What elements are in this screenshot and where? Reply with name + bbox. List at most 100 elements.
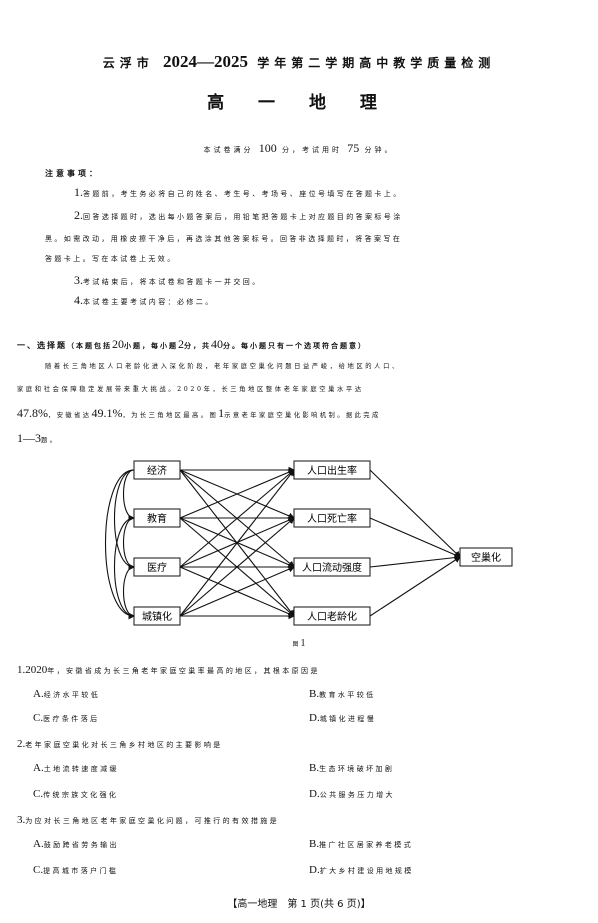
exam-title: 云浮市 2024—2025 学年第二学期高中教学质量检测 [0,52,598,72]
node-migration: 人口流动强度 [302,561,362,574]
q1-option-d[interactable]: D.城镇化进程慢 [309,712,376,724]
notice-num-2: 2. [74,208,83,222]
node-birth-rate: 人口出生率 [307,464,357,477]
q2-option-c-label: C. [33,788,44,800]
intro-line-4: 1—3题。 [17,431,58,446]
node-box-urbanization [133,606,181,626]
intro-line-3: 47.8%，安徽省达49.1%，为长三角地区最高。图1示意老年家庭空巢化影响机制… [17,406,381,421]
section-text-b: （本题包括 [67,341,112,350]
node-aging: 人口老龄化 [307,610,357,623]
node-education: 教育 [147,512,167,525]
node-box-migration [293,557,371,577]
q3-option-b-label: B. [309,838,320,850]
node-box-healthcare [133,557,181,577]
node-box-empty-nest [459,547,513,567]
page-footer: 【高一地理 第 1 页(共 6 页)】 [227,899,371,910]
question-3: 3.为应对长三角地区老年家庭空巢化问题，可推行的有效措施是 [17,814,279,826]
question-1: 1.2020年，安徽省成为长三角老年家庭空巢率最高的地区，其根本原因是 [17,664,320,676]
arc-economy-education [123,469,136,522]
node-box-economy [133,460,181,480]
notice-text-3: 考试结束后，将本试卷和答题卡一并交回。 [83,278,262,286]
notice-text-2a: 回答选择题时，选出每小题答案后，用铅笔把答题卡上对应题目的答案标号涂 [83,213,403,221]
edge-urbanization-to-birth-rate [179,469,295,617]
q1-option-a[interactable]: A.经济水平较低 [33,688,100,700]
arc-economy-healthcare [114,469,136,571]
q2-option-a[interactable]: A.土地流转速度减缓 [33,762,119,774]
caption-number: 1 [300,638,306,649]
q1-option-c-text: 医疗条件落后 [43,715,100,723]
edge-birth-rate-to-empty-nest [369,469,461,558]
intro-line-1: 随着长三角地区人口老龄化进入深化阶段，老年家庭空巢化问题日益严峻，给地区的人口、 [45,363,401,370]
q3-option-a[interactable]: A.鼓励跨省劳务输出 [33,838,119,850]
intro-text-3b: ，为长三角地区最高。图 [122,412,219,419]
notice-text-4: 本试卷主要考试内容：必修二。 [83,298,215,306]
intro-pct-1: 47.8% [17,406,48,420]
notice-item-2: 2.回答选择题时，选出每小题答案后，用铅笔把答题卡上对应题目的答案标号涂 [74,208,403,223]
arc-education-healthcare [123,517,136,571]
q1-option-c[interactable]: C.医疗条件落后 [33,712,100,724]
diagram-curves [105,469,136,620]
info-time: 75 [347,141,360,155]
intro-range: 1—3 [17,431,41,445]
section-text-c: 小题，每小题 [124,341,178,350]
section-title: 一、选择题 [17,340,67,350]
exam-info: 本试卷满分 100 分，考试用时 75 分钟。 [0,141,598,156]
q2-option-a-text: 土地流转速度减缓 [43,765,119,773]
arc-economy-urbanization [105,469,136,620]
section-text-d: 分，共 [184,341,211,350]
diagram-edges [179,466,462,620]
node-box-education [133,508,181,528]
intro-text-3c: 示意老年家庭空巢化影响机制。据此完成 [224,412,381,419]
subject-title: 高 一 地 理 [207,93,391,113]
figure-caption: 图 1 [0,638,598,649]
q1-option-a-text: 经济水平较低 [43,691,101,699]
q2-option-d[interactable]: D.公共服务压力增大 [309,788,395,800]
q2-option-b[interactable]: B.生态环境破坏加剧 [309,762,394,774]
question-3-number: 3. [17,814,26,826]
section-count: 20 [112,337,124,351]
intro-end: 题。 [41,437,59,444]
question-1-text: 年，安徽省成为长三角老年家庭空巢率最高的地区，其根本原因是 [47,667,320,675]
arc-education-urbanization [114,517,136,620]
q2-option-a-label: A. [33,762,44,774]
notice-num-1: 1. [74,185,83,199]
q3-option-b[interactable]: B.推广社区居家养老模式 [309,838,413,850]
edge-death-rate-to-empty-nest [369,517,462,558]
notice-item-2-line3: 答题卡上。写在本试卷上无效。 [45,255,177,263]
notice-num-3: 3. [74,273,83,287]
edge-urbanization-to-death-rate [179,517,295,617]
title-rest: 学年第二学期高中教学质量检测 [257,56,496,70]
q2-option-d-text: 公共服务压力增大 [319,791,395,799]
q3-option-d-label: D. [309,864,320,876]
figure-mechanism-diagram: 经济 教育 医疗 城镇化 人口出生率 人口死亡率 人口流动强度 人口老龄化 空巢… [105,460,513,626]
info-score: 100 [258,141,277,155]
node-box-birth-rate [293,460,371,480]
question-1-number: 1. [17,664,26,676]
q2-option-c[interactable]: C.传统宗族文化强化 [33,788,118,800]
notice-item-3: 3.考试结束后，将本试卷和答题卡一并交回。 [74,273,262,288]
edge-urbanization-to-migration [179,566,296,617]
q1-option-b-text: 教育水平较低 [319,691,376,699]
q1-option-b[interactable]: B.教育水平较低 [309,688,376,700]
question-1-year: 2020 [25,664,48,676]
q2-option-b-label: B. [309,762,320,774]
q3-option-c[interactable]: C.提高城市落户门槛 [33,864,118,876]
q1-option-d-label: D. [309,712,320,724]
arc-healthcare-urbanization [123,566,136,620]
node-box-aging [293,606,371,626]
section-points: 2 [178,337,184,351]
edge-aging-to-empty-nest [369,556,461,617]
q3-option-b-text: 推广社区居家养老模式 [319,841,414,849]
title-city: 云浮市 [102,56,154,70]
intro-pct-2: 49.1% [91,406,123,420]
node-empty-nest: 空巢化 [471,551,501,564]
node-healthcare: 医疗 [147,561,167,574]
question-2-number: 2. [17,738,26,750]
edge-migration-to-empty-nest [369,554,462,568]
intro-line-2: 家庭和社会保障稳定发展带来重大挑战。2020年，长三角地区整体老年家庭空巢水平达 [17,386,364,393]
q3-option-c-label: C. [33,864,44,876]
section-total: 40 [211,337,223,351]
q2-option-c-text: 传统宗族文化强化 [43,791,119,799]
q3-option-d[interactable]: D.扩大乡村建设用地规模 [309,864,414,876]
node-economy: 经济 [147,464,167,477]
